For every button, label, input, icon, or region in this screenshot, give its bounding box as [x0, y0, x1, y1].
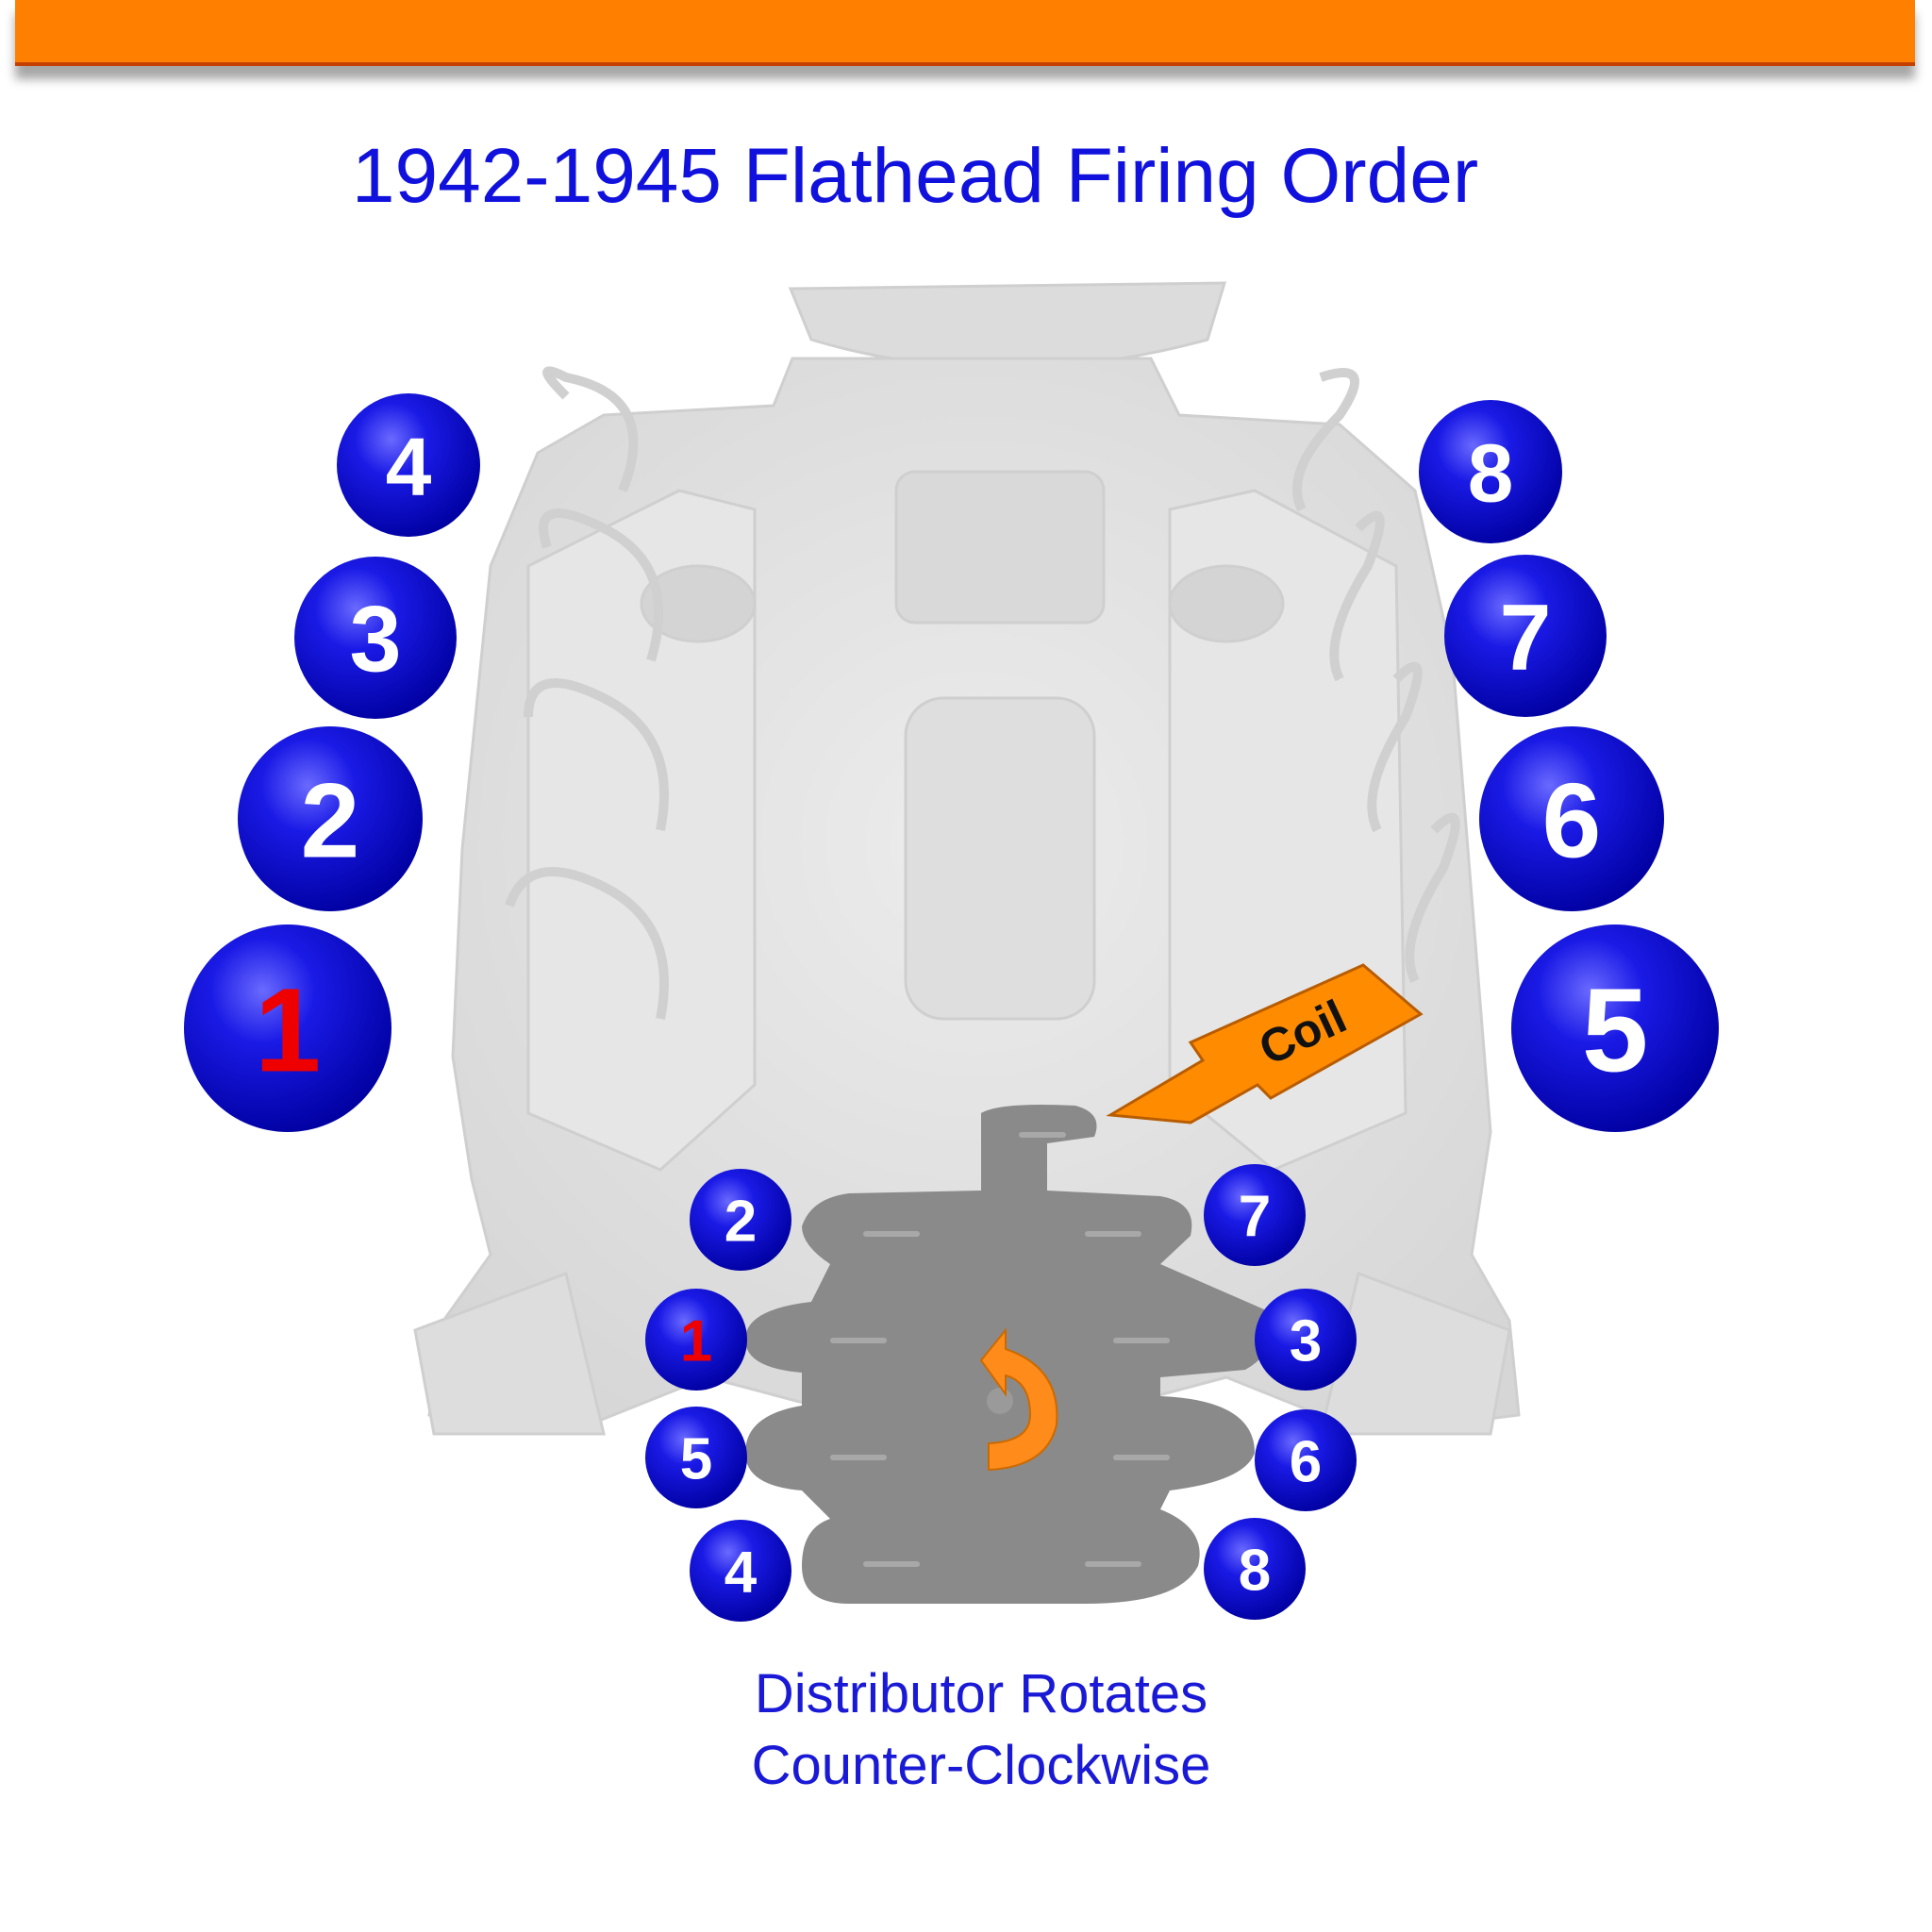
- cylinder-ball-4-label: 4: [386, 420, 432, 512]
- terminal-ball-1-label: 1: [680, 1308, 712, 1374]
- terminal-ball-5: 5: [645, 1407, 747, 1508]
- cylinder-ball-3: 3: [294, 557, 457, 719]
- cylinder-ball-2: 2: [238, 726, 423, 911]
- cylinder-ball-4: 4: [337, 393, 480, 537]
- cylinder-ball-7-label: 7: [1500, 585, 1552, 690]
- caption-line-2: Counter-Clockwise: [751, 1735, 1211, 1796]
- terminal-ball-3-circle: [1255, 1289, 1357, 1391]
- cylinder-ball-4-circle: [337, 393, 480, 537]
- cylinder-ball-5-circle: [1511, 924, 1719, 1132]
- header-banner: [15, 0, 1915, 66]
- terminal-ball-6: 6: [1255, 1409, 1357, 1511]
- terminal-ball-5-label: 5: [680, 1426, 712, 1491]
- cylinder-ball-2-circle: [238, 726, 423, 911]
- terminal-ball-8: 8: [1204, 1518, 1306, 1620]
- terminal-ball-6-label: 6: [1290, 1429, 1322, 1494]
- terminal-ball-7-circle: [1204, 1164, 1306, 1266]
- cylinder-ball-6-circle: [1479, 726, 1664, 911]
- page-title: 1942-1945 Flathead Firing Order: [351, 133, 1479, 219]
- terminal-ball-6-circle: [1255, 1409, 1357, 1511]
- terminal-ball-8-label: 8: [1239, 1538, 1271, 1603]
- cylinder-ball-8-circle: [1419, 400, 1562, 543]
- cylinder-ball-1-circle: [184, 924, 391, 1132]
- counter-clockwise-arrow-icon: [979, 1327, 1058, 1472]
- cylinder-ball-3-label: 3: [350, 587, 402, 691]
- cylinder-ball-7: 7: [1444, 555, 1607, 717]
- cylinder-ball-1: 1: [184, 924, 391, 1132]
- terminal-ball-1: 1: [645, 1289, 747, 1391]
- terminal-ball-2-label: 2: [724, 1189, 757, 1254]
- cylinder-ball-3-circle: [294, 557, 457, 719]
- terminal-ball-7-label: 7: [1239, 1184, 1271, 1249]
- engine-cylinder-numbers: 4 3 2 1 8 7 6 5: [184, 393, 1719, 1132]
- terminal-ball-4-label: 4: [724, 1540, 758, 1605]
- terminal-ball-8-circle: [1204, 1518, 1306, 1620]
- distributor-terminal-numbers: 21 54 73 68: [645, 1164, 1357, 1622]
- terminal-ball-5-circle: [645, 1407, 747, 1508]
- terminal-ball-7: 7: [1204, 1164, 1306, 1266]
- cylinder-ball-8-label: 8: [1468, 426, 1514, 519]
- terminal-ball-4: 4: [690, 1520, 791, 1622]
- cylinder-ball-5: 5: [1511, 924, 1719, 1132]
- terminal-ball-1-circle: [645, 1289, 747, 1391]
- terminal-ball-2-circle: [690, 1169, 791, 1271]
- terminal-ball-3-label: 3: [1290, 1308, 1322, 1374]
- cylinder-ball-6-label: 6: [1542, 761, 1602, 880]
- terminal-ball-4-circle: [690, 1520, 791, 1622]
- terminal-ball-3: 3: [1255, 1289, 1357, 1391]
- cylinder-ball-5-label: 5: [1582, 963, 1648, 1097]
- cylinder-ball-6: 6: [1479, 726, 1664, 911]
- cylinder-ball-7-circle: [1444, 555, 1607, 717]
- cylinder-ball-2-label: 2: [301, 761, 360, 880]
- cylinder-ball-1-label: 1: [255, 963, 321, 1097]
- cylinder-ball-8: 8: [1419, 400, 1562, 543]
- terminal-ball-2: 2: [690, 1169, 791, 1271]
- caption-line-1: Distributor Rotates: [754, 1663, 1208, 1724]
